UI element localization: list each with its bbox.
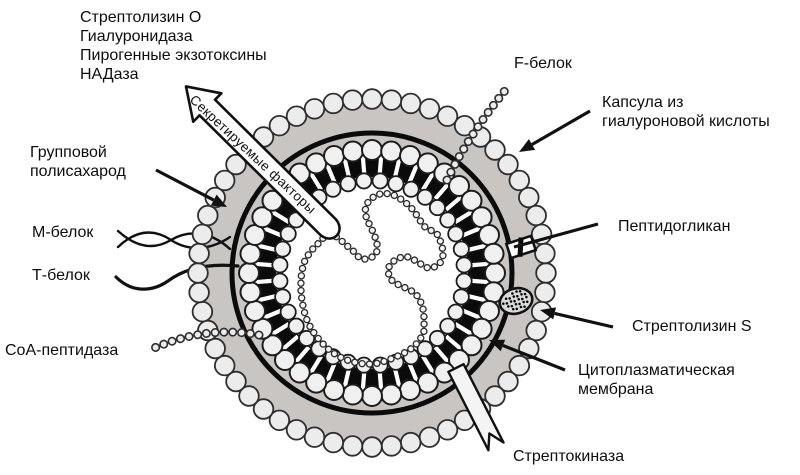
membrane-lipid-band <box>253 154 491 392</box>
label-streptokinase: Стрептокиназа <box>513 448 625 465</box>
label-capsule: Капсула из гиалуроновой кислоты <box>602 93 770 131</box>
label-t-protein: Т-белок <box>32 267 90 284</box>
streptokinase-ribbon <box>447 362 505 452</box>
streptolysin-pointer-arrow <box>540 307 614 329</box>
secreted-factor-item: НАДаза <box>80 66 139 83</box>
capsule-pointer-arrow <box>519 109 591 152</box>
label-peptidoglycan: Пептидогликан <box>618 218 731 235</box>
group-polysaccharide-pointer-arrow <box>155 168 227 207</box>
coa-peptidase-chain <box>147 327 264 354</box>
label-group-polysaccharide: Групповой полисахарод <box>30 143 126 181</box>
membrane-pointer-arrow <box>489 339 566 372</box>
label-streptolysin-s: Стрептолизин S <box>632 318 752 335</box>
label-cyto-line1: Цитоплазматическая <box>578 362 735 379</box>
label-group-poly-line2: полисахарод <box>30 163 126 180</box>
label-capsule-line1: Капсула из <box>602 94 684 111</box>
label-cyto-line2: мембрана <box>578 381 654 398</box>
membrane-tail-gaps <box>254 155 490 391</box>
secreted-factor-item: Стрептолизин О <box>80 9 202 26</box>
t-protein-fiber <box>114 263 240 291</box>
f-protein-chain <box>442 83 512 185</box>
streptolysin-s-granule <box>498 286 534 316</box>
chromosome <box>297 189 447 368</box>
capsule-bead-ring <box>187 88 557 458</box>
label-m-protein: М-белок <box>32 224 94 241</box>
label-f-protein: F-белок <box>514 55 572 72</box>
secreted-factors-arrow <box>184 85 341 240</box>
label-coa-peptidase: СоА-пептидаза <box>5 342 119 359</box>
label-cytoplasmic-membrane: Цитоплазматическая мембрана <box>578 361 735 399</box>
membrane-heads <box>238 139 506 407</box>
label-capsule-line2: гиалуроновой кислоты <box>602 113 770 130</box>
peptidoglycan-pointer-line <box>513 222 599 249</box>
cell-wall-ring <box>229 130 515 416</box>
secreted-factor-item: Пирогенные экзотоксины <box>80 47 267 64</box>
label-group-poly-line1: Групповой <box>30 144 107 161</box>
secreted-factors-list: Стрептолизин О Гиалуронидаза Пирогенные … <box>80 8 267 84</box>
secreted-factor-item: Гиалуронидаза <box>80 28 193 45</box>
